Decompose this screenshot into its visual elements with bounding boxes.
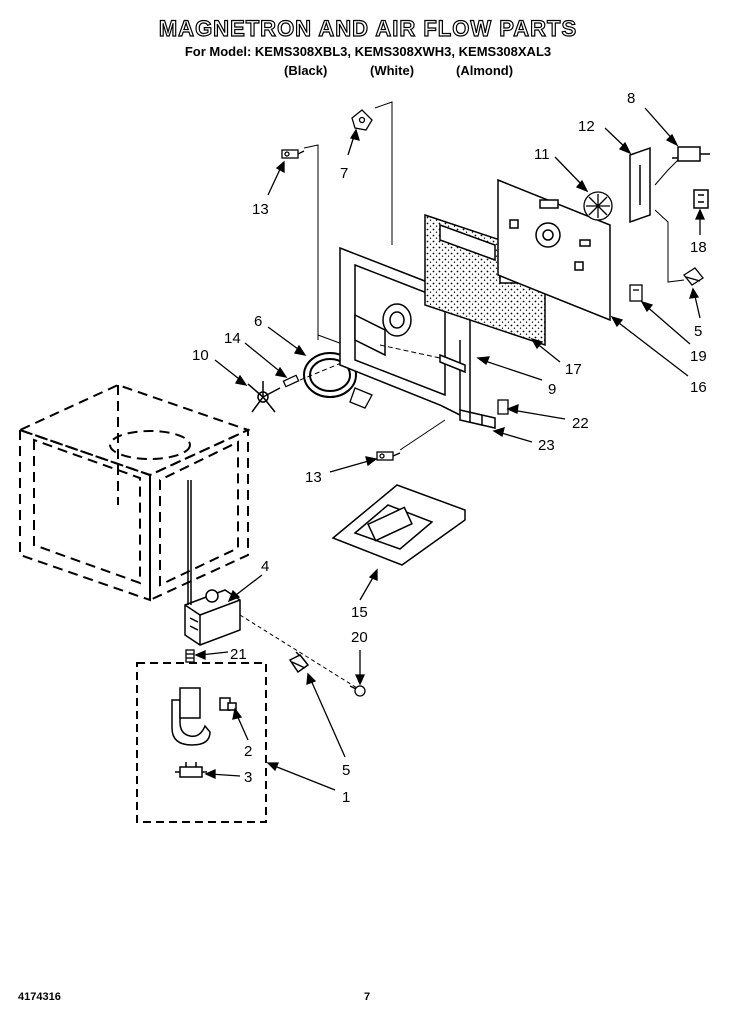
callout-14: 14	[224, 330, 241, 347]
color-label-white: (White)	[370, 63, 415, 78]
callout-20: 20	[351, 629, 368, 646]
callout-1: 1	[342, 789, 350, 806]
fan-motor-mount	[349, 387, 373, 409]
screw-21	[185, 649, 195, 663]
callout-21: 21	[230, 646, 247, 663]
leader-lines	[194, 107, 706, 791]
fan-blade	[247, 381, 281, 413]
thermal-cutout	[175, 762, 207, 778]
callout-7: 7	[340, 165, 348, 182]
callout-9: 9	[548, 381, 556, 398]
document-number: 4174316	[18, 991, 61, 1003]
callout-22: 22	[572, 415, 589, 432]
callout-23: 23	[538, 437, 555, 454]
thermal-switch-upper	[683, 267, 704, 286]
thermal-cutout-bracket	[171, 687, 237, 746]
callout-12: 12	[578, 118, 595, 135]
callout-18: 18	[690, 239, 707, 256]
bracket-12	[629, 146, 651, 224]
control-panel	[497, 178, 611, 322]
spacer-19	[629, 284, 643, 302]
callout-17: 17	[565, 361, 582, 378]
base-channel	[459, 409, 496, 429]
model-list: For Model: KEMS308XBL3, KEMS308XWH3, KEM…	[184, 44, 552, 59]
spacer-22	[497, 399, 509, 415]
thermal-protector-lower	[376, 451, 401, 461]
fan-motor-belt	[303, 352, 357, 398]
callout-13-upper: 13	[252, 201, 269, 218]
callout-3: 3	[244, 769, 252, 786]
callout-labels: 8 12 11 7 13 18 5 19 16 17 6 14 10 9 22 …	[192, 90, 707, 806]
air-guide-frame	[339, 246, 481, 422]
callout-5-upper: 5	[694, 323, 702, 340]
callout-8: 8	[627, 90, 635, 107]
color-label-almond: (Almond)	[456, 63, 514, 78]
callout-15: 15	[351, 604, 368, 621]
kit-box	[136, 662, 267, 823]
callout-4: 4	[261, 558, 269, 575]
callout-19: 19	[690, 348, 707, 365]
color-label-black: (Black)	[284, 63, 328, 78]
page-number: 7	[364, 991, 371, 1003]
fan-11	[583, 191, 613, 221]
callout-2: 2	[244, 743, 252, 760]
page-title: MAGNETRON AND AIR FLOW PARTS	[158, 15, 578, 41]
screw-20	[349, 685, 366, 697]
callout-10: 10	[192, 347, 209, 364]
damper-clip	[351, 109, 373, 131]
connector-18	[693, 189, 709, 209]
callout-5-lower: 5	[342, 762, 350, 779]
fan-bushing	[282, 374, 300, 388]
magnetron	[184, 589, 241, 646]
thermal-switch-lower	[288, 651, 310, 674]
callout-6: 6	[254, 313, 262, 330]
air-duct	[331, 484, 466, 566]
callout-16: 16	[690, 379, 707, 396]
callout-11: 11	[534, 146, 550, 163]
callout-13-lower: 13	[305, 469, 322, 486]
thermal-protector-upper	[281, 149, 305, 159]
oven-cavity-outline	[17, 383, 251, 602]
switch-8	[672, 146, 710, 162]
